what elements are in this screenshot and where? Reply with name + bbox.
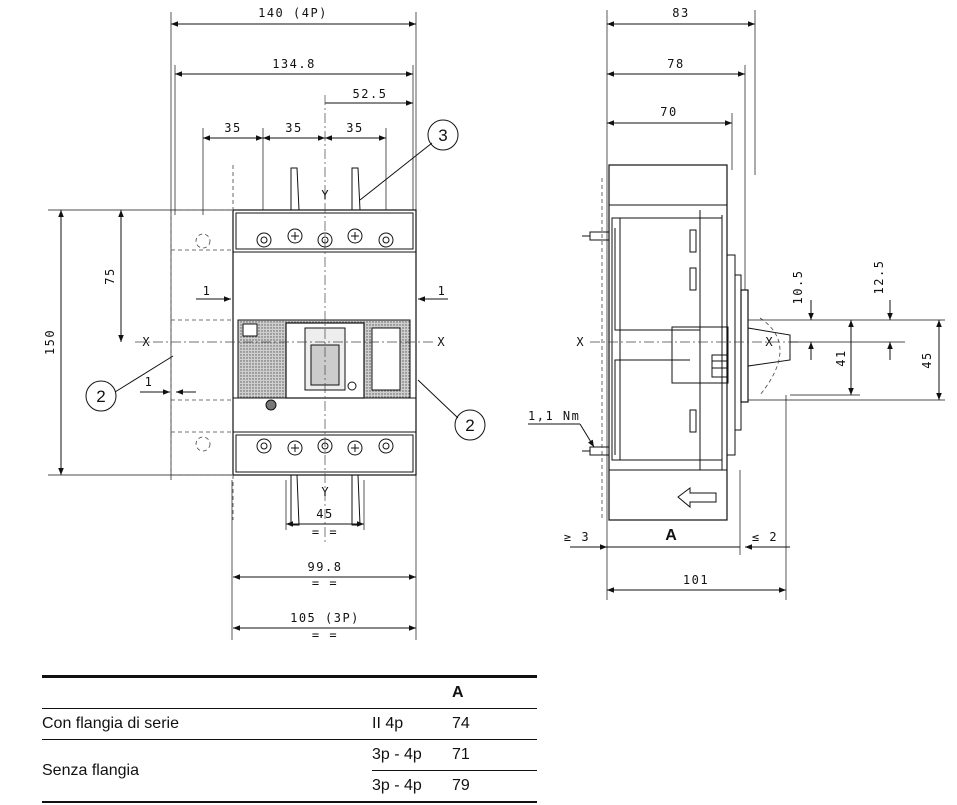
- dim-99-8: 99.8: [308, 560, 343, 574]
- dim-35-c: 35: [346, 121, 363, 135]
- axis-y-top: Y: [321, 188, 329, 202]
- dim-75: 75: [103, 267, 117, 284]
- dim-gap-left: 1: [203, 284, 212, 298]
- dim-140-4p: 140 (4P): [258, 6, 328, 20]
- dim-gap-right: 1: [438, 284, 447, 298]
- dim-134-8: 134.8: [272, 57, 316, 71]
- row-value: 79: [452, 770, 537, 803]
- dim-78: 78: [667, 57, 684, 71]
- axis-x-left: X: [142, 335, 150, 349]
- dim-45-side: 45: [920, 351, 934, 368]
- dim-101: 101: [683, 573, 709, 587]
- technical-drawing: 140 (4P) 134.8 52.5 35 35 35 150 75 1 1 …: [43, 6, 945, 642]
- dim-83: 83: [672, 6, 689, 20]
- dimension-table: A Con flangia di serie II 4p 74 Senza fl…: [42, 675, 537, 803]
- table-row: 3p - 4p 79: [42, 770, 537, 803]
- dim-70: 70: [660, 105, 677, 119]
- dim-10-5: 10.5: [791, 270, 805, 305]
- dim-le2: ≤ 2: [752, 530, 778, 544]
- header-col1: [42, 675, 372, 709]
- side-axis-x-right: X: [765, 335, 773, 349]
- header-col-a: A: [452, 675, 537, 709]
- side-axis-x-left: X: [576, 335, 584, 349]
- dim-45: 45: [316, 507, 333, 521]
- axis-y-bottom: Y: [321, 485, 329, 499]
- dim-105-3p: 105 (3P): [290, 611, 360, 625]
- ref-a-label: A: [665, 527, 677, 544]
- row-variant: II 4p: [372, 708, 452, 740]
- callout-2-right: 2: [465, 416, 474, 435]
- row-variant: 3p - 4p: [372, 739, 452, 771]
- row-label: Senza flangia: [42, 739, 372, 803]
- dim-41: 41: [834, 349, 848, 366]
- table-row: Senza flangia 3p - 4p 71: [42, 739, 537, 803]
- table-header: A: [42, 675, 537, 709]
- header-col2: [372, 675, 452, 709]
- callout-2-left: 2: [96, 387, 105, 406]
- row-variant: 3p - 4p: [372, 770, 452, 803]
- row-label: Con flangia di serie: [42, 708, 372, 740]
- dim-eq-3: = =: [312, 628, 338, 642]
- front-view: 140 (4P) 134.8 52.5 35 35 35 150 75 1 1 …: [43, 6, 486, 642]
- axis-x-right: X: [437, 335, 445, 349]
- dim-eq-1: = =: [312, 525, 338, 539]
- dim-150: 150: [43, 329, 57, 355]
- table-row: Con flangia di serie II 4p 74: [42, 708, 537, 740]
- dim-35-a: 35: [224, 121, 241, 135]
- terminal-screws-top: [256, 228, 394, 248]
- side-view: 83 78 70 10.5 12.5 41 45 ≥ 3 ≤ 2 101 1,1…: [528, 6, 945, 600]
- row-value: 71: [452, 739, 537, 771]
- dim-12-5: 12.5: [872, 260, 886, 295]
- dim-eq-2: = =: [312, 576, 338, 590]
- torque-label: 1,1 Nm: [528, 409, 580, 423]
- dim-52-5: 52.5: [353, 87, 388, 101]
- row-value: 74: [452, 708, 537, 740]
- dim-35-b: 35: [285, 121, 302, 135]
- dim-gap-low: 1: [145, 375, 154, 389]
- dim-ge3: ≥ 3: [564, 530, 590, 544]
- callout-3: 3: [438, 126, 447, 145]
- terminal-screws-bottom: [256, 438, 394, 456]
